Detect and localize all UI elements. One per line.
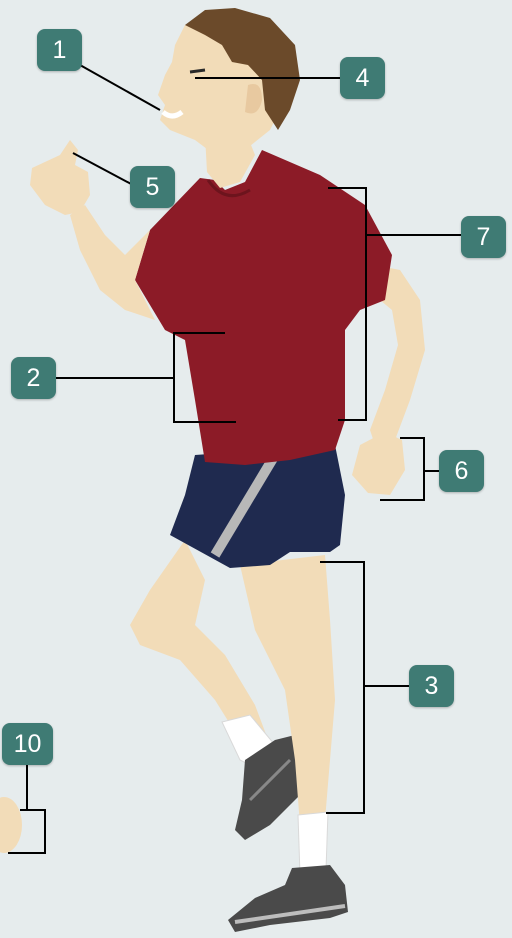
callout-2: 2 xyxy=(11,357,56,399)
callout-4: 4 xyxy=(340,57,385,99)
callout-3: 3 xyxy=(409,665,454,707)
callout-5: 5 xyxy=(130,166,175,208)
leader-1 xyxy=(80,65,160,110)
eye-shape xyxy=(190,70,205,72)
raised-hand xyxy=(30,140,90,215)
lowered-hand xyxy=(352,432,405,495)
callout-1: 1 xyxy=(37,29,82,71)
callout-10: 10 xyxy=(2,723,53,765)
callout-7: 7 xyxy=(461,216,506,258)
callout-6: 6 xyxy=(439,450,484,492)
edge-figure-shape xyxy=(0,797,22,853)
